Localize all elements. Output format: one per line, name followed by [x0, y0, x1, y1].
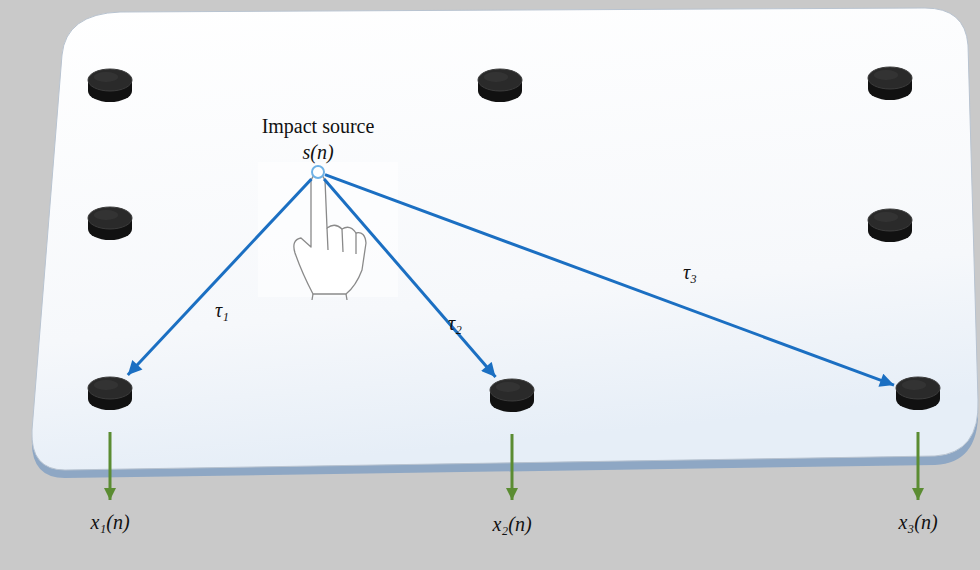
signal-name: s(n) — [262, 139, 375, 165]
delay-label: τ₁ — [215, 299, 229, 322]
sensor-puck — [478, 69, 522, 102]
sensor-puck — [488, 377, 536, 415]
output-arrow — [511, 434, 514, 500]
signal-name: x₃(n) — [898, 509, 937, 535]
output-arrow — [917, 432, 920, 500]
delay-label: τ₃ — [683, 261, 697, 284]
signal-name: x₂(n) — [492, 511, 531, 537]
sensor-puck — [868, 209, 912, 242]
sensor-node: x₃(n) — [894, 375, 942, 413]
sensor-puck — [868, 67, 912, 100]
propagation-arrow — [324, 179, 495, 377]
sensor-puck — [894, 375, 942, 413]
signal-name: x₁(n) — [90, 509, 129, 535]
hand-icon — [294, 173, 366, 300]
sensor-puck — [88, 207, 132, 240]
sensor-node: x₂(n) — [488, 377, 536, 415]
output-arrow — [109, 432, 112, 500]
sensor-node: x₁(n) — [86, 375, 134, 413]
propagation-arrow — [325, 175, 894, 386]
delay-label: τ₂ — [448, 312, 462, 335]
sensor-puck — [88, 69, 132, 102]
sensor-puck — [86, 375, 134, 413]
source-title: Impact source — [262, 113, 375, 139]
propagation-arrow — [128, 179, 312, 375]
impact-point: Impact sources(n) — [311, 165, 325, 179]
plate-top — [32, 8, 978, 470]
